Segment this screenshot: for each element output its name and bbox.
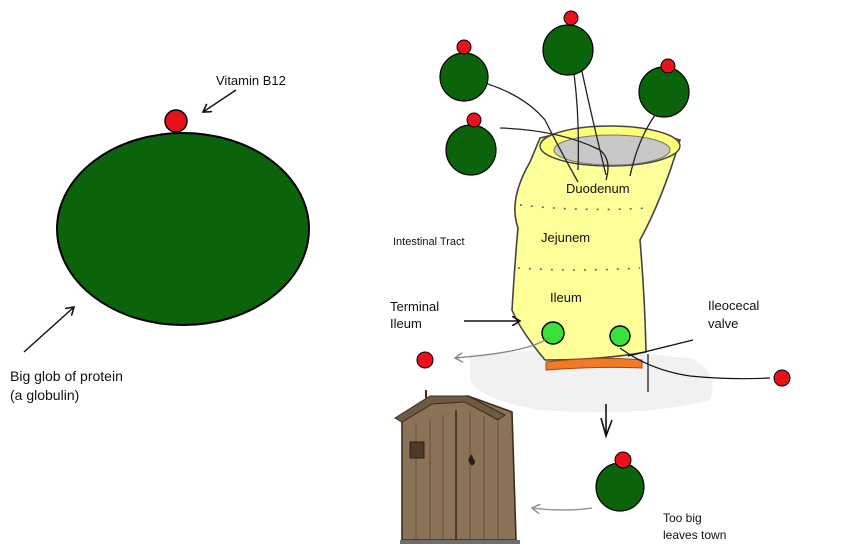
- ileocecal-valve-label-line1: Ileocecal: [708, 298, 759, 314]
- too-big-label-line2: leaves town: [663, 528, 726, 542]
- tract-opening-inner: [554, 135, 670, 165]
- vitamin-b12-ball: [165, 110, 187, 132]
- globulin-protein-blob: [57, 133, 309, 325]
- protein-glob-exiting: [596, 452, 644, 511]
- receptor-left: [542, 322, 564, 344]
- b12-absorbed-ball: [417, 352, 433, 368]
- globulin-label-line2: (a globulin): [10, 387, 79, 404]
- vitamin-b12-label: Vitamin B12: [216, 73, 286, 89]
- protein-glob-top-right: [639, 59, 689, 117]
- vitamin-b12-arrow: [203, 90, 236, 112]
- protein-glob-top-center: [543, 11, 593, 75]
- outhouse-illustration: [395, 390, 520, 544]
- jejunem-label: Jejunem: [541, 230, 590, 246]
- protein-glob-mid-left: [446, 113, 496, 175]
- globulin-arrow: [24, 307, 74, 352]
- too-big-label-line1: Too big: [663, 511, 702, 525]
- protein-glob-top-left: [440, 40, 488, 101]
- ileum-label: Ileum: [550, 290, 582, 306]
- ileocecal-valve-label-line2: valve: [708, 316, 738, 332]
- intestinal-tract-label: Intestinal Tract: [393, 236, 465, 249]
- b12-right-ball: [774, 370, 790, 386]
- globulin-label-line1: Big glob of protein: [10, 368, 123, 385]
- receptor-right: [610, 326, 630, 346]
- terminal-ileum-label-line2: Ileum: [390, 316, 422, 332]
- to-outhouse-arrow: [532, 508, 592, 510]
- terminal-ileum-label-line1: Terminal: [390, 299, 439, 315]
- duodenum-label: Duodenum: [566, 181, 630, 197]
